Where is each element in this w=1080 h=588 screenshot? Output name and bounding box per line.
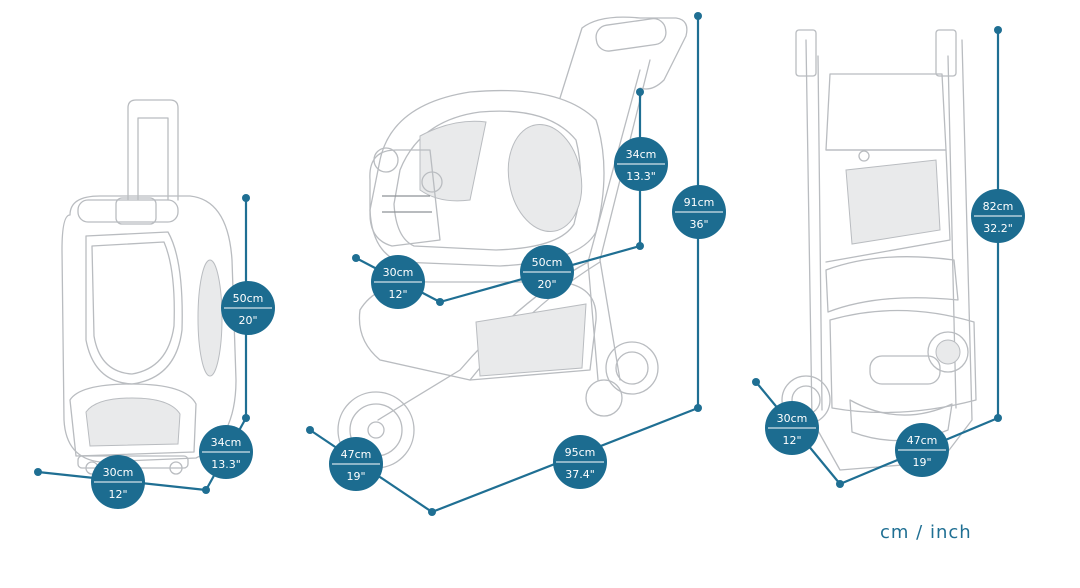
badge-carrier-length: 50cm 20": [520, 245, 574, 299]
imperial-label: 19": [346, 470, 365, 483]
metric-label: 95cm: [565, 446, 596, 459]
badge-backpack-height: 50cm 20": [221, 281, 275, 335]
metric-label: 50cm: [532, 256, 563, 269]
badge-folded-width: 47cm 19": [895, 423, 949, 477]
imperial-label: 20": [537, 278, 556, 291]
folded-stroller-illustration: [781, 29, 977, 471]
badge-stroller-height: 91cm 36": [672, 185, 726, 239]
metric-label: 47cm: [341, 448, 372, 461]
imperial-label: 12": [388, 288, 407, 301]
metric-label: 30cm: [383, 266, 414, 279]
badge-folded-depth: 30cm 12": [765, 401, 819, 455]
metric-label: 34cm: [626, 148, 657, 161]
imperial-label: 36": [689, 218, 708, 231]
metric-label: 47cm: [907, 434, 938, 447]
units-legend: cm / inch: [880, 522, 972, 543]
metric-label: 30cm: [103, 466, 134, 479]
imperial-label: 19": [912, 456, 931, 469]
imperial-label: 32.2": [983, 222, 1013, 235]
badge-backpack-depth: 34cm 13.3": [199, 425, 253, 479]
badge-stroller-width: 47cm 19": [329, 437, 383, 491]
dimension-lines: [34, 12, 1002, 516]
imperial-label: 13.3": [626, 170, 656, 183]
badge-carrier-width: 30cm 12": [371, 255, 425, 309]
badge-stroller-length: 95cm 37.4": [553, 435, 607, 489]
stroller-illustration: [337, 16, 688, 469]
metric-label: 82cm: [983, 200, 1014, 213]
measurement-badges: 50cm 20" 34cm 13.3" 30cm 12" 34cm 13.3" …: [91, 137, 1025, 509]
imperial-label: 13.3": [211, 458, 241, 471]
badge-backpack-width: 30cm 12": [91, 455, 145, 509]
imperial-label: 12": [108, 488, 127, 501]
imperial-label: 20": [238, 314, 257, 327]
metric-label: 30cm: [777, 412, 808, 425]
imperial-label: 12": [782, 434, 801, 447]
metric-label: 50cm: [233, 292, 264, 305]
metric-label: 91cm: [684, 196, 715, 209]
imperial-label: 37.4": [565, 468, 595, 481]
badge-carrier-height: 34cm 13.3": [614, 137, 668, 191]
backpack-carrier-illustration: [61, 99, 237, 475]
metric-label: 34cm: [211, 436, 242, 449]
badge-folded-height: 82cm 32.2": [971, 189, 1025, 243]
